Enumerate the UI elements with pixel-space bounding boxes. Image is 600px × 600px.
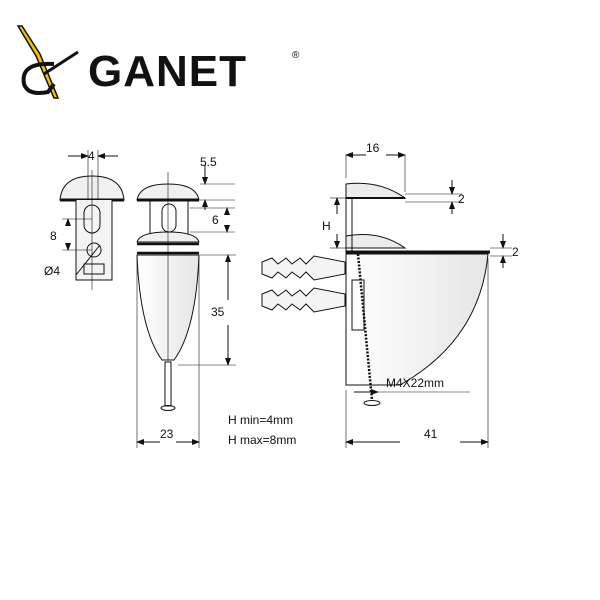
ganet-logo: GANET ® (16, 25, 300, 99)
dim-body-width: 23 (160, 427, 174, 441)
dim-hole-diameter: Ø4 (44, 264, 60, 278)
dim-cap-height: 5.5 (200, 155, 217, 169)
dim-clamp-thickness: 2 (458, 192, 465, 206)
dim-front-width: 4 (88, 149, 95, 163)
note-h-max: H max=8mm (228, 433, 296, 447)
wall-dowel (261, 255, 346, 313)
brand-name: GANET (88, 47, 247, 96)
dim-slot-pitch: 8 (50, 229, 57, 243)
dim-plate-thickness: 2 (512, 245, 519, 259)
dim-slot-height: 6 (212, 213, 219, 227)
dim-clamp-length: 16 (366, 141, 380, 155)
note-h-min: H min=4mm (228, 413, 293, 427)
registered-mark: ® (292, 50, 300, 61)
dim-body-height: 35 (211, 305, 225, 319)
side-view (136, 165, 236, 448)
dim-gap-h: H (322, 219, 331, 233)
dim-total-depth: 41 (424, 427, 438, 441)
dim-screw: M4X22mm (386, 376, 444, 390)
front-view (59, 150, 125, 290)
profile-view (261, 152, 512, 448)
